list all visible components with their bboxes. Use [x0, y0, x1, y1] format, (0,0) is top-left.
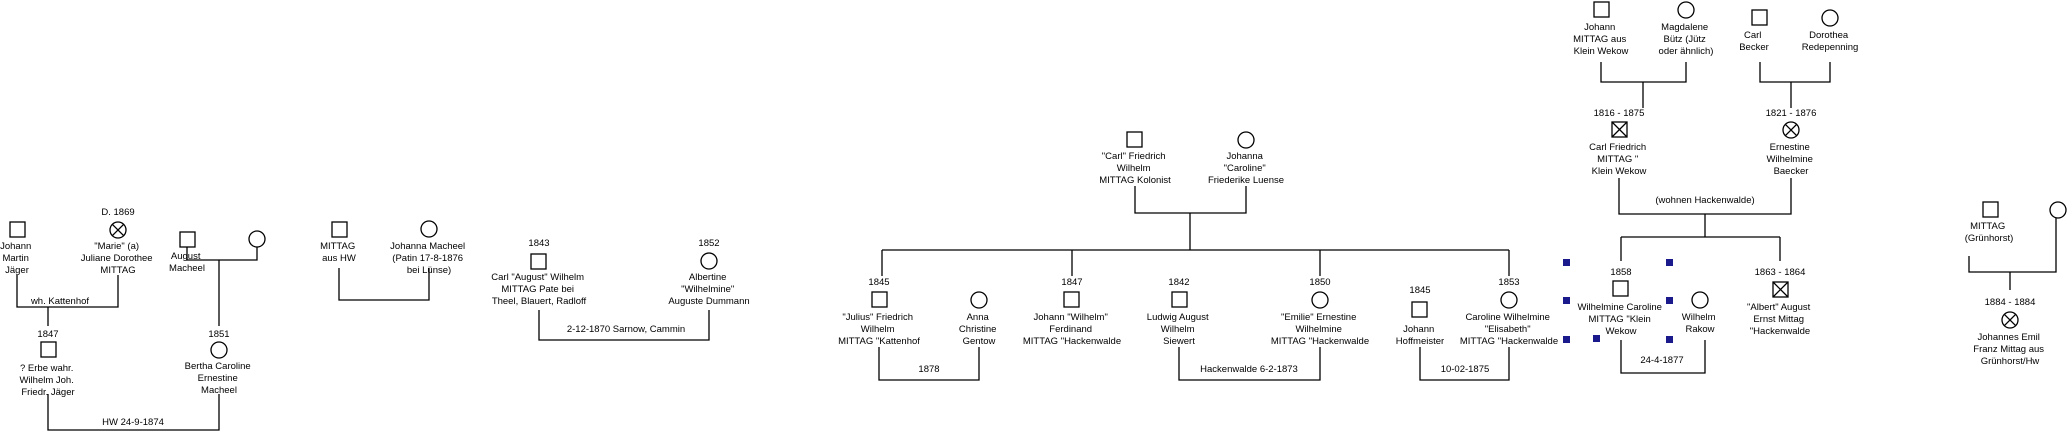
male-symbol — [9, 221, 26, 238]
male-symbol — [1411, 301, 1428, 318]
union-ludwig-emilie: Hackenwalde 6-2-1873 — [1200, 364, 1298, 375]
female-symbol — [1500, 291, 1518, 309]
person-mittag-gruenhorst: MITTAG (Grünhorst) — [1965, 221, 2014, 244]
male-symbol — [179, 231, 196, 248]
female-symbol — [1237, 131, 1255, 149]
male-symbol — [1593, 1, 1610, 18]
person-anna-gentow: Anna Christine Gentow — [959, 312, 999, 347]
person-carl-friedrich-kolonist: "Carl" Friedrich Wilhelm MITTAG Kolonist — [1099, 151, 1171, 186]
union-carl-friedrich-ernestine: (wohnen Hackenwalde) — [1655, 195, 1754, 206]
female-symbol — [970, 291, 988, 309]
person-albertine: Albertine "Wilhelmine" Auguste Dummann — [668, 272, 749, 307]
date-ernestine-baecker: 1821 - 1876 — [1766, 108, 1817, 119]
union-hoffmeister-elisabeth: 10-02-1875 — [1441, 364, 1490, 375]
person-carl-becker: Carl Becker — [1739, 30, 1769, 53]
male-symbol — [1171, 291, 1188, 308]
person-johann-jaeger: Johann Martin Jäger — [0, 241, 34, 276]
male-symbol — [1751, 9, 1768, 26]
female-symbol — [420, 220, 438, 238]
person-wilhelmine-caroline: Wilhelmine Caroline MITTAG "Klein Wekow — [1577, 302, 1664, 337]
date-bertha: 1851 — [208, 329, 229, 340]
date-johannes-emil: 1884 - 1884 — [1985, 297, 2036, 308]
person-albert: "Albert" August Ernst Mittag "Hackenwald… — [1747, 302, 1813, 337]
person-ernestine-baecker: Ernestine Wilhelmine Baecker — [1766, 142, 1815, 177]
person-johann-wilhelm: Johann "Wilhelm" Ferdinand MITTAG "Hacke… — [1023, 312, 1121, 347]
union-carl-albertine: 2-12-1870 Sarnow, Cammin — [567, 324, 685, 335]
male-symbol — [1982, 201, 1999, 218]
female-symbol — [1677, 1, 1695, 19]
selection-handles[interactable] — [1563, 259, 1673, 343]
person-johanna-luense: Johanna "Caroline" Friederike Luense — [1208, 151, 1284, 186]
male-symbol — [1126, 131, 1143, 148]
union-wilhelmine-rakow: 24-4-1877 — [1640, 355, 1683, 366]
date-johann-hoffmeister: 1845 — [1409, 285, 1430, 296]
female-symbol — [1691, 291, 1709, 309]
union-julius-anna: 1878 — [918, 364, 939, 375]
deceased-male-symbol — [1611, 121, 1628, 138]
deceased-female-symbol — [109, 221, 127, 239]
person-august-macheel: August Macheel — [169, 251, 205, 274]
person-johannes-emil: Johannes Emil Franz Mittag aus Grünhorst… — [1973, 332, 2046, 367]
person-dorothea-redepenning: Dorothea Redepenning — [1802, 30, 1859, 53]
female-symbol — [210, 341, 228, 359]
date-albertine: 1852 — [698, 238, 719, 249]
male-symbol — [871, 291, 888, 308]
male-symbol — [1063, 291, 1080, 308]
date-carl-august: 1843 — [528, 238, 549, 249]
person-elisabeth: Caroline Wilhelmine "Elisabeth" MITTAG "… — [1460, 312, 1558, 347]
person-emilie: "Emilie" Ernestine Wilhelmine MITTAG "Ha… — [1271, 312, 1369, 347]
deceased-male-symbol — [2001, 311, 2019, 329]
person-magdalene-buetz: Magdalene Bütz (Jütz oder ähnlich) — [1659, 22, 1714, 57]
deceased-female-symbol — [1782, 121, 1800, 139]
person-carl-august: Carl "August" Wilhelm MITTAG Pate bei Th… — [491, 272, 586, 307]
date-johann-wilhelm: 1847 — [1061, 277, 1082, 288]
deceased-male-symbol — [1772, 281, 1789, 298]
female-symbol — [248, 230, 266, 248]
male-symbol — [40, 341, 57, 358]
date-albert: 1863 - 1864 — [1755, 267, 1806, 278]
male-symbol — [1612, 280, 1629, 297]
female-symbol — [1311, 291, 1329, 309]
date-carl-friedrich-kw: 1816 - 1875 — [1594, 108, 1645, 119]
female-symbol — [2049, 201, 2067, 219]
person-johann-mittag-kw: Johann MITTAG aus Klein Wekow — [1573, 22, 1629, 57]
male-symbol — [331, 221, 348, 238]
person-carl-friedrich-kw: Carl Friedrich MITTAG " Klein Wekow — [1589, 142, 1649, 177]
person-julius: "Julius" Friedrich Wilhelm MITTAG "Katte… — [838, 312, 920, 347]
date-julius: 1845 — [868, 277, 889, 288]
date-ludwig: 1842 — [1168, 277, 1189, 288]
union-jaeger-mittag: wh. Kattenhof — [30, 296, 89, 307]
person-bertha: Bertha Caroline Ernestine Macheel — [185, 361, 254, 396]
person-jaeger-child: ? Erbe wahr. Wilhelm Joh. Friedr. Jäger — [19, 363, 76, 398]
person-ludwig: Ludwig August Wilhelm Siewert — [1147, 312, 1211, 347]
connector-lines — [16, 62, 2057, 431]
female-symbol — [700, 252, 718, 270]
date-jaeger-child: 1847 — [37, 329, 58, 340]
male-symbol — [530, 253, 547, 270]
date-juliane: D. 1869 — [101, 207, 134, 218]
date-wilhelmine-caroline: 1858 — [1610, 267, 1631, 278]
person-mittag-hw: MITTAG aus HW — [320, 241, 358, 264]
union-jaeger-macheel: HW 24-9-1874 — [102, 417, 164, 428]
female-symbol — [1821, 9, 1839, 27]
date-emilie: 1850 — [1309, 277, 1330, 288]
person-wilhelm-rakow: Wilhelm Rakow — [1682, 312, 1718, 335]
person-juliane-mittag: "Marie" (a) Juliane Dorothee MITTAG — [81, 241, 155, 276]
person-johanna-macheel: Johanna Macheel (Patin 17-8-1876 bei Lün… — [390, 241, 468, 276]
date-elisabeth: 1853 — [1498, 277, 1519, 288]
person-johann-hoffmeister: Johann Hoffmeister — [1396, 324, 1444, 347]
